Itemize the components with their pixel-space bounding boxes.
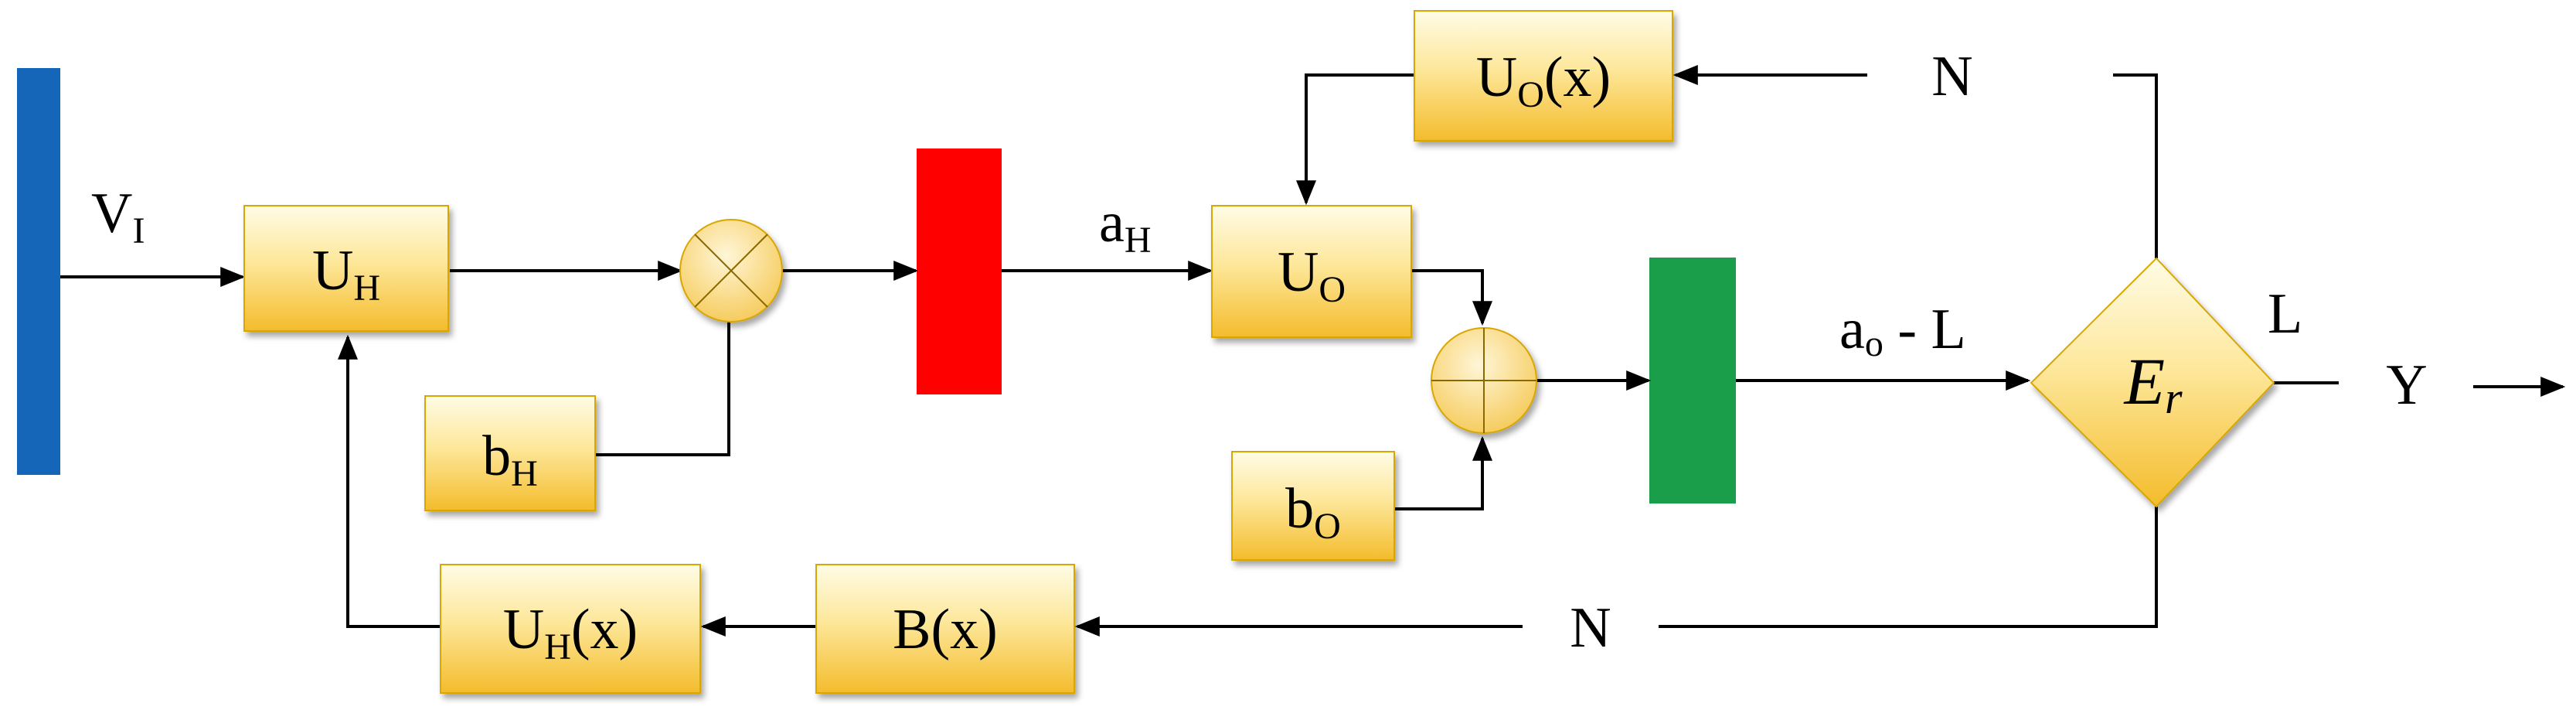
block-uh-main: U xyxy=(312,239,353,302)
edge-er-to-bx xyxy=(1659,507,2158,628)
block-bx-label: B(x) xyxy=(893,598,998,661)
label-ao-tail: - L xyxy=(1884,298,1966,361)
er-main: E xyxy=(2122,344,2165,418)
label-ah-sub: H xyxy=(1125,220,1152,261)
error-decision-diamond: Er xyxy=(2030,257,2275,508)
block-bo: bO xyxy=(1231,451,1395,561)
input-layer-bar xyxy=(17,68,60,475)
block-uox-sub: O xyxy=(1517,74,1544,115)
label-y: Y xyxy=(2386,353,2427,417)
output-layer-bar xyxy=(1649,258,1736,503)
er-sub: r xyxy=(2165,373,2183,423)
block-uh-sub: H xyxy=(353,268,380,309)
label-vi-sub: I xyxy=(132,210,145,251)
sum-operator xyxy=(1431,327,1537,434)
label-ah: aH xyxy=(1099,191,1152,261)
block-bo-sub: O xyxy=(1314,506,1341,547)
svg-text:bH: bH xyxy=(482,425,538,494)
block-bo-main: b xyxy=(1285,477,1314,541)
block-uhx-sub: H xyxy=(544,626,571,667)
connections xyxy=(60,65,2566,637)
label-l: L xyxy=(2268,282,2302,346)
svg-text:UH(x): UH(x) xyxy=(503,598,638,667)
block-bh: bH xyxy=(424,395,596,511)
block-bh-main: b xyxy=(482,425,511,488)
svg-text:UO(x): UO(x) xyxy=(1476,46,1611,115)
block-uhx: UH(x) xyxy=(440,564,701,694)
edge-bo-to-sum xyxy=(1394,435,1492,510)
svg-text:bO: bO xyxy=(1285,477,1341,547)
label-vi: VI xyxy=(91,182,145,251)
edge-uox-to-uo xyxy=(1296,73,1414,206)
hidden-layer-bar xyxy=(917,148,1002,394)
label-ao-minus-l: ao - L xyxy=(1839,298,1966,364)
block-uh: UH xyxy=(243,205,449,332)
block-uox-tail: (x) xyxy=(1544,46,1611,109)
label-vi-main: V xyxy=(91,182,132,245)
multiply-operator xyxy=(679,219,783,323)
block-uhx-main: U xyxy=(503,598,544,661)
edge-bh-to-multiply xyxy=(595,295,739,456)
block-uox: UO(x) xyxy=(1414,10,1673,142)
block-uhx-tail: (x) xyxy=(571,598,638,661)
block-bx: B(x) xyxy=(815,564,1075,694)
label-ah-main: a xyxy=(1099,191,1125,254)
block-uox-main: U xyxy=(1476,46,1517,109)
block-bh-sub: H xyxy=(511,453,538,494)
label-n-bottom: N xyxy=(1570,596,1611,660)
svg-text:Er: Er xyxy=(2122,344,2183,423)
block-uo: UO xyxy=(1211,205,1412,338)
edge-uhx-to-uh xyxy=(338,334,441,628)
edge-uo-to-sum xyxy=(1411,269,1492,326)
block-uo-main: U xyxy=(1278,241,1319,304)
block-uo-sub: O xyxy=(1319,269,1346,310)
edge-er-to-uox xyxy=(2113,73,2158,258)
label-ao-main: a xyxy=(1839,298,1865,361)
svg-text:UO: UO xyxy=(1278,241,1346,310)
svg-text:UH: UH xyxy=(312,239,380,309)
label-n-top: N xyxy=(1931,45,1972,108)
label-ao-sub: o xyxy=(1865,323,1884,364)
